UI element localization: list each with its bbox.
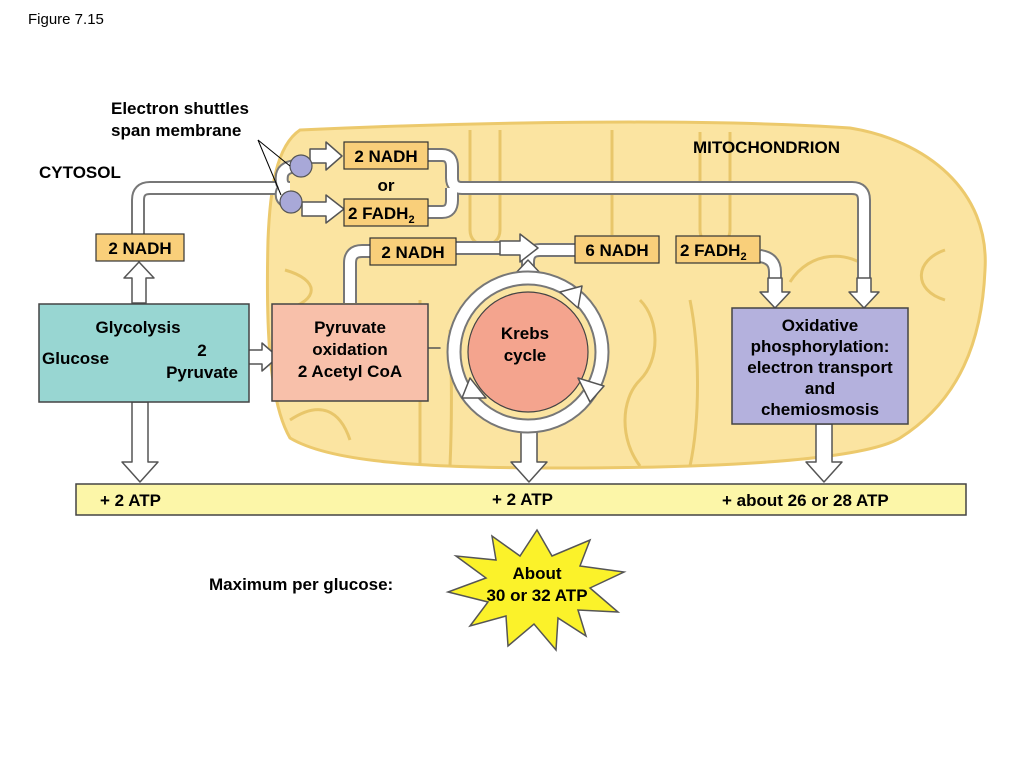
shuttle-protein-upper — [289, 154, 313, 178]
arrow-to-pyruvate-oxidation — [247, 342, 279, 372]
arrow-shuttle-to-oxphos — [848, 277, 880, 309]
krebs-cycle-arrow-right — [577, 377, 605, 403]
max-atp-line2: 30 or 32 ATP — [486, 586, 587, 605]
krebs-label-line1: Krebs — [501, 324, 549, 343]
carrier-pyruvate-nadh-text: 2 NADH — [381, 243, 444, 262]
pyruvate-label: Pyruvate — [166, 363, 238, 382]
atp-oxphos: + about 26 or 28 ATP — [722, 491, 889, 510]
arrow-glycolysis-to-atp — [121, 401, 159, 483]
oxphos-line5: chemiosmosis — [761, 400, 879, 419]
arrow-fadh-to-oxphos — [759, 277, 791, 309]
arrow-shuttle-to-nadh — [309, 141, 343, 171]
acetyl-coa-label: 2 Acetyl CoA — [298, 362, 402, 381]
arrow-shuttle-to-fadh — [301, 194, 345, 224]
cytosol-label: CYTOSOL — [39, 163, 121, 182]
arrow-glycolysis-to-nadh — [123, 261, 155, 304]
shuttle-protein-lower — [279, 190, 303, 214]
carrier-krebs-fadh2: 2 FADH2 — [675, 235, 761, 264]
electron-shuttles-label-line1: Electron shuttles — [111, 99, 249, 118]
carrier-krebs-fadh2-text: 2 FADH2 — [680, 241, 747, 263]
oxphos-line3: electron transport — [747, 358, 893, 377]
electron-shuttles-label-line2: span membrane — [111, 121, 241, 140]
krebs-cycle-arrow-left — [461, 377, 487, 399]
carrier-pyruvate-nadh: 2 NADH — [369, 237, 457, 266]
pyruvate-oxidation-line1: Pyruvate — [314, 318, 386, 337]
max-atp-line1: About — [512, 564, 561, 583]
carrier-shuttle-fadh2-text: 2 FADH2 — [348, 204, 415, 226]
glycolysis-box: Glycolysis Glucose 2 Pyruvate — [38, 303, 250, 403]
oxphos-line1: Oxidative — [782, 316, 859, 335]
starburst-shape — [445, 528, 627, 652]
krebs-cycle-arrow-top — [559, 285, 583, 309]
carrier-krebs-nadh: 6 NADH — [574, 235, 660, 264]
oxphos-line2: phosphorylation: — [751, 337, 890, 356]
pyruvate-oxidation-line2: oxidation — [312, 340, 388, 359]
krebs-cycle: Krebs cycle — [446, 270, 610, 434]
maximum-per-glucose-label: Maximum per glucose: — [209, 575, 393, 594]
krebs-label-line2: cycle — [504, 346, 547, 365]
carrier-glycolysis-nadh: 2 NADH — [95, 233, 185, 262]
atp-krebs: + 2 ATP — [492, 490, 553, 509]
glycolysis-title: Glycolysis — [95, 318, 180, 337]
glucose-label: Glucose — [42, 349, 109, 368]
figure-label: Figure 7.15 — [28, 11, 104, 28]
mitochondrion-label: MITOCHONDRION — [693, 138, 840, 157]
carrier-glycolysis-nadh-text: 2 NADH — [108, 239, 171, 258]
atp-band — [75, 483, 967, 516]
pyruvate-oxidation-box: Pyruvate oxidation 2 Acetyl CoA — [271, 303, 429, 402]
oxphos-line4: and — [805, 379, 835, 398]
carrier-krebs-nadh-text: 6 NADH — [585, 241, 648, 260]
shuttle-pointer-lines — [257, 139, 291, 196]
oxidative-phosphorylation-box: Oxidative phosphorylation: electron tran… — [731, 307, 909, 425]
pyruvate-count: 2 — [197, 341, 206, 360]
max-atp-starburst: About 30 or 32 ATP — [445, 528, 627, 652]
arrow-to-krebs-nadh — [499, 233, 539, 263]
atp-glycolysis: + 2 ATP — [100, 491, 161, 510]
or-label: or — [378, 176, 395, 195]
arrow-oxphos-to-atp — [805, 423, 843, 483]
carrier-shuttle-nadh: 2 NADH — [343, 141, 429, 170]
carrier-shuttle-nadh-text: 2 NADH — [354, 147, 417, 166]
carrier-shuttle-fadh2: 2 FADH2 — [343, 198, 429, 227]
